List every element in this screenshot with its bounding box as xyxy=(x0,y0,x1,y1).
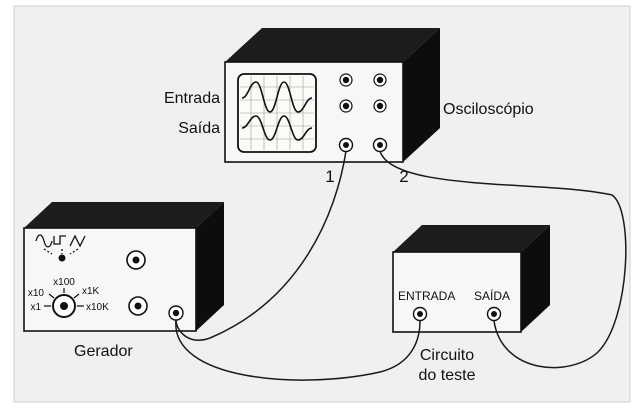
channel-2-jack xyxy=(372,137,388,153)
signal-generator: x10 x100 x1K x1 x10K xyxy=(23,202,224,332)
generator-knob-top xyxy=(126,250,146,270)
range-label-x1: x1 xyxy=(30,302,41,313)
oscilloscope-knobs xyxy=(339,73,387,113)
range-selector-dial xyxy=(44,288,84,318)
cables xyxy=(175,150,627,381)
output-waveform xyxy=(241,115,313,141)
circuit-top xyxy=(393,225,550,252)
cable-circuit-output-to-channel-2 xyxy=(379,150,627,369)
input-waveform xyxy=(241,81,313,113)
generator-front xyxy=(23,227,197,332)
channel-1-label: 1 xyxy=(325,167,334,186)
circuit-side xyxy=(521,225,550,332)
circuit-title-line-2: do teste xyxy=(419,367,476,384)
generator-top xyxy=(24,202,224,228)
generator-side xyxy=(196,202,224,331)
cable-generator-to-channel-1 xyxy=(175,150,347,341)
channel-1-jack xyxy=(338,137,354,153)
generator-output-jack xyxy=(168,305,184,321)
channel-2-label: 2 xyxy=(399,167,408,186)
circuit-output-jack xyxy=(486,306,502,322)
test-circuit xyxy=(392,225,550,333)
oscilloscope-top xyxy=(225,28,440,62)
oscilloscope-side xyxy=(403,28,440,162)
cable-generator-to-circuit-input xyxy=(175,319,421,381)
generator-knob-bottom xyxy=(128,296,148,316)
waveform-selector-knob xyxy=(58,254,66,262)
waveform-selector-icons xyxy=(35,234,86,255)
range-label-x1k: x1K xyxy=(82,286,100,297)
oscilloscope-input-label: Entrada xyxy=(164,90,220,107)
circuit-input-jack xyxy=(412,306,428,322)
generator-title: Gerador xyxy=(74,343,133,360)
circuit-input-label: ENTRADA xyxy=(398,289,455,303)
oscilloscope-output-label: Saída xyxy=(178,120,220,137)
range-label-x10: x10 xyxy=(28,288,45,299)
circuit-front xyxy=(392,251,522,333)
oscilloscope xyxy=(224,28,440,163)
oscilloscope-title: Osciloscópio xyxy=(443,101,534,118)
range-label-x10k: x10K xyxy=(86,302,109,313)
circuit-output-label: SAÍDA xyxy=(474,288,510,303)
circuit-title-line-1: Circuito xyxy=(420,347,474,364)
range-label-x100: x100 xyxy=(53,277,75,288)
